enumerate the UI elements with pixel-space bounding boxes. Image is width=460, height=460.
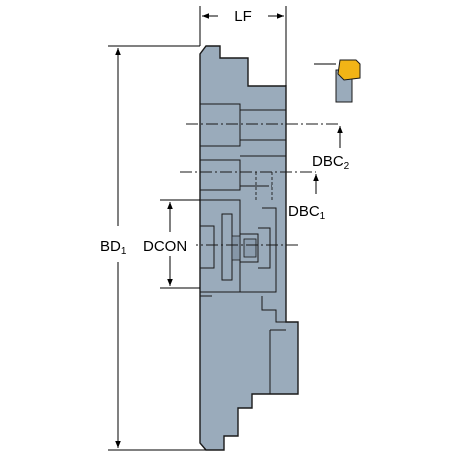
cutter-body (199, 45, 299, 451)
dbc1-base: DBC (288, 203, 320, 220)
dbc1-label: DBC1 (288, 203, 326, 222)
dbc2-sub: 2 (344, 161, 350, 172)
dcon-label-bg (140, 236, 196, 256)
dbc2-base: DBC (312, 153, 344, 170)
lower-steps (200, 295, 286, 394)
bd1-label: BD1 (100, 238, 127, 257)
lf-label: LF (234, 8, 252, 25)
bd1-base: BD (100, 238, 121, 255)
center-pin (243, 238, 257, 258)
insert-tip (337, 59, 361, 81)
dcon-label: DCON (143, 238, 187, 255)
upper-bore (200, 103, 286, 147)
bd1-label-bg (98, 234, 134, 254)
hidden-hole (255, 172, 273, 200)
center-lines (180, 123, 340, 246)
dbc1-sub: 1 (320, 211, 326, 222)
lf-dimension (199, 6, 287, 86)
hub-keyway (231, 235, 241, 261)
insert-symbol (314, 59, 361, 103)
dbc2-label: DBC2 (312, 153, 350, 172)
bd1-sub: 1 (121, 246, 127, 257)
bd1-dimension (108, 45, 206, 451)
dcon-dimension (160, 199, 200, 289)
